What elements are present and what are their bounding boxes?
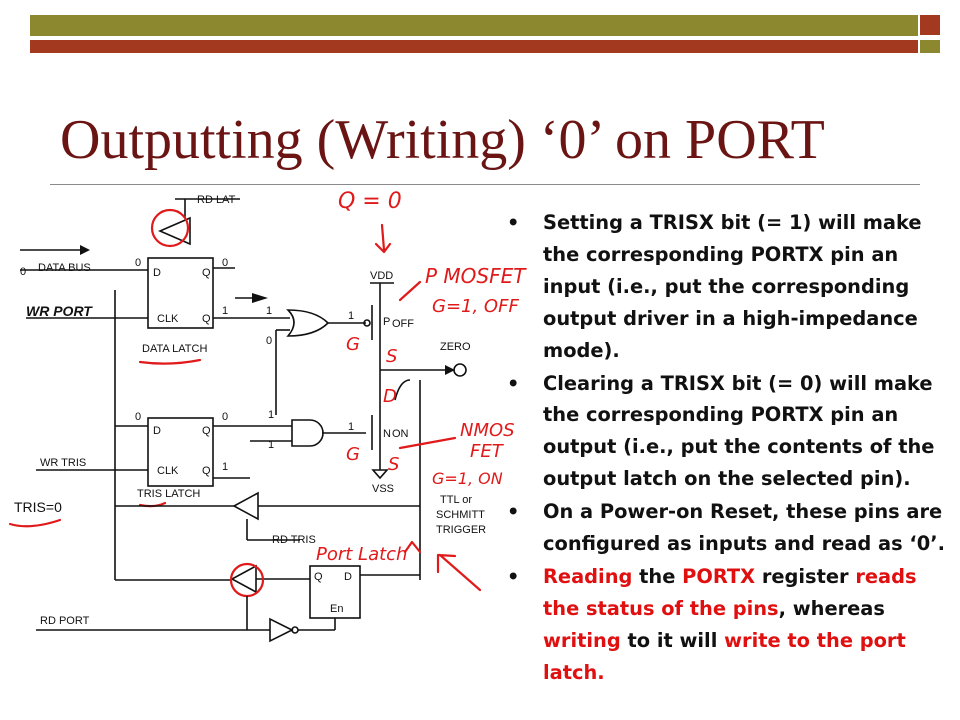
annotation-g1off: G=1, OFF bbox=[432, 296, 519, 317]
port-circuit-diagram: RD LAT 0 DATA BUS 0 WR PORT D Q CLK Q DA… bbox=[8, 189, 527, 643]
annotation-q-eq: Q = 0 bbox=[338, 189, 402, 214]
handwritten-circle-rdlat bbox=[150, 208, 190, 248]
bullet-text: reads the status of the pins bbox=[543, 564, 917, 620]
header-red-square bbox=[920, 15, 940, 35]
slide-header-bar bbox=[0, 0, 960, 60]
svg-text:D: D bbox=[153, 425, 161, 437]
rd-port-label: RD PORT bbox=[40, 615, 90, 627]
svg-text:0: 0 bbox=[135, 411, 141, 423]
svg-text:1: 1 bbox=[268, 409, 274, 421]
data-latch-block: D Q CLK Q DATA LATCH bbox=[142, 257, 214, 355]
bullet-text: writing bbox=[543, 628, 621, 652]
bullet-text: write to the port latch. bbox=[543, 628, 906, 684]
bullet-text: , whereas bbox=[778, 596, 885, 620]
rd-tris-buffer: RD TRIS bbox=[115, 491, 420, 546]
port-latch-block: Q D En bbox=[309, 565, 361, 619]
bullet-text: the bbox=[632, 564, 683, 588]
wr-tris-label: WR TRIS bbox=[40, 457, 86, 469]
svg-text:D: D bbox=[383, 386, 397, 407]
handwritten-underline-datalatch bbox=[138, 358, 202, 365]
handwritten-pointer-n bbox=[398, 436, 457, 450]
handwritten-underline-tris bbox=[8, 518, 62, 528]
svg-text:0: 0 bbox=[222, 257, 228, 269]
rd-lat-buffer: RD LAT bbox=[157, 194, 240, 246]
handwritten-pointer-p bbox=[398, 280, 422, 302]
tris-eq-label: TRIS=0 bbox=[14, 499, 62, 515]
svg-text:CLK: CLK bbox=[157, 465, 179, 477]
annotation-fet: FET bbox=[470, 441, 505, 462]
svg-text:1: 1 bbox=[222, 305, 228, 317]
svg-text:1: 1 bbox=[348, 421, 354, 433]
svg-text:0: 0 bbox=[266, 335, 272, 347]
svg-text:G: G bbox=[346, 334, 360, 355]
svg-text:ON: ON bbox=[392, 428, 409, 440]
svg-text:1: 1 bbox=[268, 439, 274, 451]
svg-text:Q: Q bbox=[202, 313, 211, 325]
bullet-text: to it will bbox=[620, 628, 725, 652]
header-olive-band bbox=[30, 15, 918, 36]
svg-text:SCHMITT: SCHMITT bbox=[436, 509, 485, 521]
zero-pin-label: ZERO bbox=[440, 341, 471, 353]
bullet-list: Setting a TRISX bit (= 1) will make the … bbox=[505, 207, 955, 690]
bullet-text: Reading bbox=[543, 564, 633, 588]
svg-text:0: 0 bbox=[222, 411, 228, 423]
handwritten-arrow-trigger bbox=[436, 553, 482, 592]
svg-text:1: 1 bbox=[266, 305, 272, 317]
or-gate: 1 0 1 bbox=[266, 305, 366, 347]
bullet-item: On a Power-on Reset, these pins are conf… bbox=[505, 496, 955, 560]
slide-title: Outputting (Writing) ‘0’ on PORT bbox=[60, 109, 825, 171]
annotation-g1on: G=1, ON bbox=[432, 469, 503, 488]
bullet-text: PORTX bbox=[682, 564, 756, 588]
svg-text:TRIGGER: TRIGGER bbox=[436, 524, 486, 536]
bullet-text: On a Power-on Reset, these pins are conf… bbox=[543, 500, 946, 556]
data-latch-label: DATA LATCH bbox=[142, 343, 207, 355]
svg-text:VDD: VDD bbox=[370, 270, 393, 282]
svg-text:Q: Q bbox=[202, 267, 211, 279]
bullet-text: Setting a TRISX bit (= 1) will make the … bbox=[543, 211, 922, 362]
svg-text:S: S bbox=[386, 346, 397, 367]
svg-text:Q: Q bbox=[314, 571, 323, 583]
svg-text:1: 1 bbox=[348, 310, 354, 322]
svg-text:Q: Q bbox=[202, 465, 211, 477]
svg-text:0: 0 bbox=[135, 257, 141, 269]
svg-text:N: N bbox=[383, 428, 391, 440]
annotation-port-latch: Port Latch bbox=[316, 544, 407, 565]
data-bus-value: 0 bbox=[20, 266, 26, 278]
p-mosfet: VDD P OFF bbox=[363, 270, 414, 340]
title-divider bbox=[50, 184, 920, 185]
svg-text:S: S bbox=[388, 454, 399, 475]
data-bus-label: DATA BUS bbox=[38, 262, 91, 274]
bullet-item: Clearing a TRISX bit (= 0) will make the… bbox=[505, 368, 955, 496]
svg-text:1: 1 bbox=[222, 461, 228, 473]
bullet-item: Setting a TRISX bit (= 1) will make the … bbox=[505, 207, 955, 367]
svg-text:G: G bbox=[346, 444, 360, 465]
svg-text:P: P bbox=[383, 316, 390, 328]
svg-text:VSS: VSS bbox=[372, 483, 394, 495]
and-gate: 1 1 1 bbox=[268, 409, 366, 451]
svg-text:D: D bbox=[344, 571, 352, 583]
svg-text:Q: Q bbox=[202, 425, 211, 437]
wr-port-label: WR PORT bbox=[26, 303, 93, 319]
rd-lat-label: RD LAT bbox=[197, 194, 236, 206]
svg-text:En: En bbox=[330, 603, 343, 615]
bullet-text: Clearing a TRISX bit (= 0) will make the… bbox=[543, 371, 935, 491]
svg-text:OFF: OFF bbox=[392, 318, 414, 330]
tris-latch-block: D Q CLK Q TRIS LATCH bbox=[137, 417, 214, 500]
annotation-nmos: NMOS bbox=[460, 420, 515, 441]
n-mosfet: N ON VSS bbox=[371, 410, 409, 495]
header-olive-square bbox=[920, 40, 940, 53]
handwritten-arrow-latch bbox=[403, 540, 422, 554]
bullet-text: register bbox=[755, 564, 856, 588]
handwritten-arrow-q bbox=[374, 223, 392, 254]
svg-text:D: D bbox=[153, 267, 161, 279]
bullet-item: Reading the PORTX register reads the sta… bbox=[505, 561, 955, 689]
tris-latch-label: TRIS LATCH bbox=[137, 488, 200, 500]
svg-text:TTL or: TTL or bbox=[440, 494, 472, 506]
rd-tris-label: RD TRIS bbox=[272, 534, 316, 546]
svg-text:CLK: CLK bbox=[157, 313, 179, 325]
header-red-strip bbox=[30, 40, 918, 53]
handwritten-circle-portlatch bbox=[229, 562, 265, 598]
